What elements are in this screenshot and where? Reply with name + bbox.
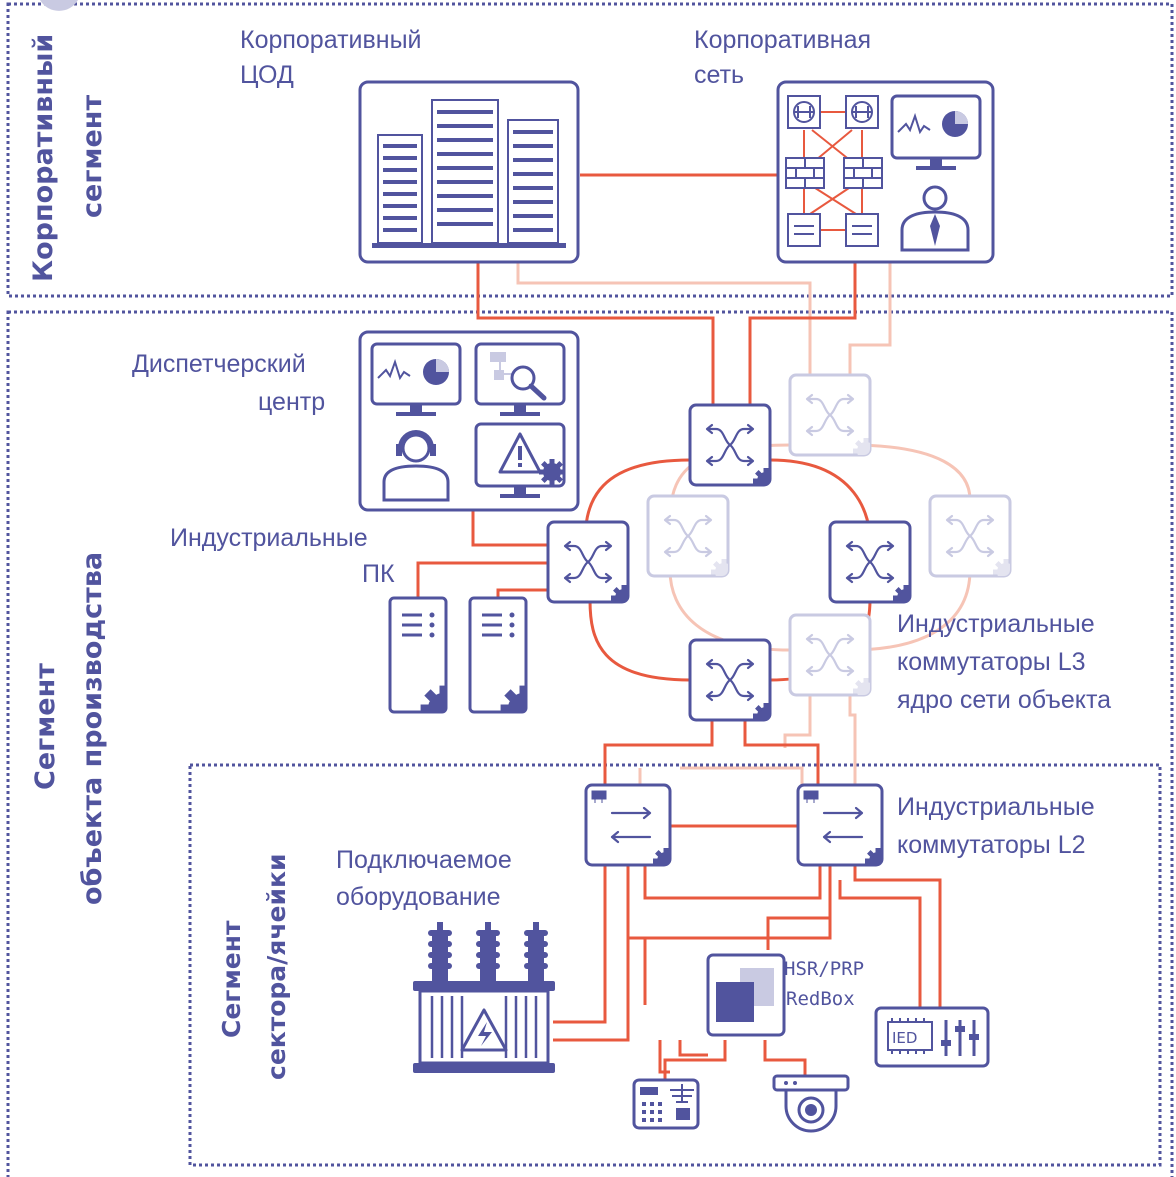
backup-switch-top — [788, 373, 872, 457]
l3-label: Индустриальные — [897, 610, 1095, 638]
control-panel-device — [632, 1078, 700, 1130]
corporate-segment-label: Корпоративный — [28, 34, 59, 282]
production-segment-label: Сегмент — [30, 663, 61, 790]
backup-switch-right — [928, 494, 1012, 578]
main-links — [416, 173, 942, 1080]
corp-dc-label-2: ЦОД — [240, 61, 294, 89]
l3-label-3: ядро сети объекта — [897, 686, 1111, 714]
corporate-segment-label-2: сегмент — [77, 95, 108, 218]
l2-label: Индустриальные — [897, 793, 1095, 821]
corp-dc-label: Корпоративный — [240, 26, 422, 54]
corp-net-label: Корпоративная — [694, 26, 871, 54]
transformer-icon — [413, 922, 555, 1073]
cell-segment-label: Сегмент — [217, 920, 246, 1038]
dispatch-center — [358, 330, 580, 512]
ipc-label: Индустриальные — [170, 524, 368, 552]
equipment-label: Подключаемое — [336, 846, 512, 874]
l3-switch-bottom — [688, 638, 772, 722]
corporate-network — [776, 80, 995, 264]
dispatch-label: Диспетчерский — [132, 350, 306, 378]
cell-segment-border — [188, 763, 1162, 1167]
corp-net-label-2: сеть — [694, 61, 744, 89]
ied-text: IED — [892, 1029, 917, 1047]
corporate-datacenter — [358, 80, 580, 264]
l3-label-2: коммутаторы L3 — [897, 648, 1086, 676]
camera-device — [772, 1074, 850, 1133]
cell-segment-label-2: сектора/ячейки — [262, 854, 291, 1080]
l2-switch-right — [796, 783, 884, 867]
industrial-pc-2 — [468, 596, 528, 714]
l2-switch-left — [584, 783, 672, 867]
l3-switch-right — [828, 520, 912, 604]
l3-switch-left — [546, 520, 630, 604]
production-segment-label-2: объекта производства — [77, 552, 108, 905]
redbox-label: HSR/PRP — [784, 958, 864, 980]
corner-logo-fragment — [40, 0, 78, 11]
equipment-label-2: оборудование — [336, 883, 501, 911]
redbox-device — [706, 953, 786, 1037]
corporate-segment-border — [6, 2, 1174, 298]
dispatch-label-2: центр — [258, 388, 325, 416]
backup-switch-left — [646, 494, 730, 578]
ipc-label-2: ПК — [362, 560, 395, 588]
l2-label-2: коммутаторы L2 — [897, 831, 1086, 859]
production-segment-border — [6, 310, 1174, 1177]
backup-switch-bottom — [788, 613, 872, 697]
l3-switch-top — [688, 403, 772, 487]
industrial-pc-1 — [388, 596, 448, 714]
ied-device: IED — [874, 1006, 990, 1068]
redbox-label-2: RedBox — [786, 988, 855, 1010]
